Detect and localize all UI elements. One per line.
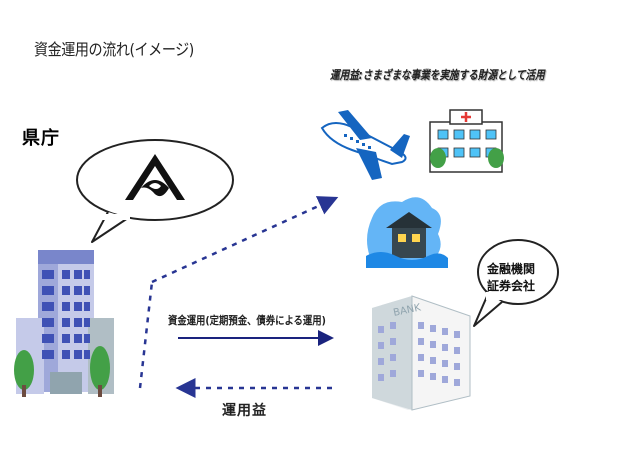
- prefecture-label: 県庁: [22, 128, 60, 149]
- usage-caption: 運用益:さまざまな事業を実施する財源として活用: [330, 68, 545, 82]
- arrow-usage-to-projects-diagonal: [151, 196, 339, 284]
- diagram-title: 資金運用の流れ(イメージ): [34, 40, 194, 59]
- bank-building-icon: BANK: [372, 295, 471, 411]
- financial-label-line-1: 金融機関: [487, 262, 536, 276]
- income-label: 運用益: [222, 403, 267, 419]
- hospital-icon: [429, 109, 504, 173]
- prefecture-building-icon: [14, 250, 114, 397]
- financial-speech-bubble: [473, 239, 559, 327]
- financial-institution-label: 金融機関 証券会社: [487, 261, 553, 295]
- prefecture-emblem-icon: [125, 154, 185, 200]
- airplane-icon: [320, 110, 410, 180]
- flood-disaster-icon: [366, 197, 448, 268]
- investment-label: 資金運用(定期預金、債券による運用): [168, 314, 326, 327]
- arrow-usage-to-projects: [138, 281, 154, 389]
- financial-label-line-2: 証券会社: [487, 279, 536, 293]
